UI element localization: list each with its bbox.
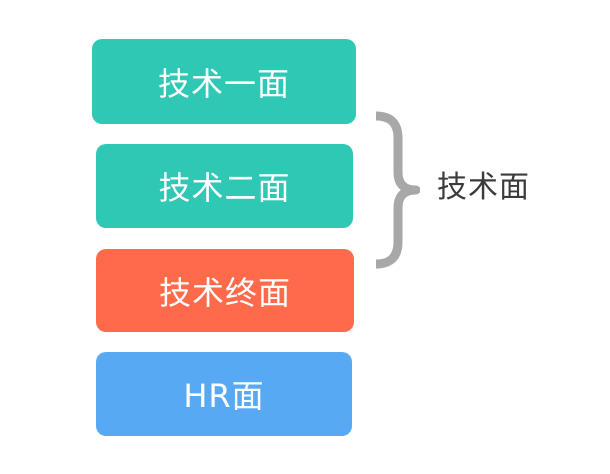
technical-interviews-group-label: 技术面 — [437, 170, 530, 205]
stage-technical-round-1-label: 技术一面 — [157, 64, 290, 103]
stage-hr-round: HR面 — [96, 352, 352, 436]
stage-technical-round-1: 技术一面 — [92, 39, 356, 124]
stage-technical-final-round: 技术终面 — [96, 249, 354, 332]
stage-technical-round-2: 技术二面 — [96, 144, 353, 228]
stage-technical-round-2-label: 技术二面 — [158, 169, 291, 207]
right-curly-brace-icon — [375, 111, 420, 269]
stage-technical-final-round-label: 技术终面 — [158, 273, 291, 312]
stage-hr-round-label: HR面 — [183, 377, 265, 415]
